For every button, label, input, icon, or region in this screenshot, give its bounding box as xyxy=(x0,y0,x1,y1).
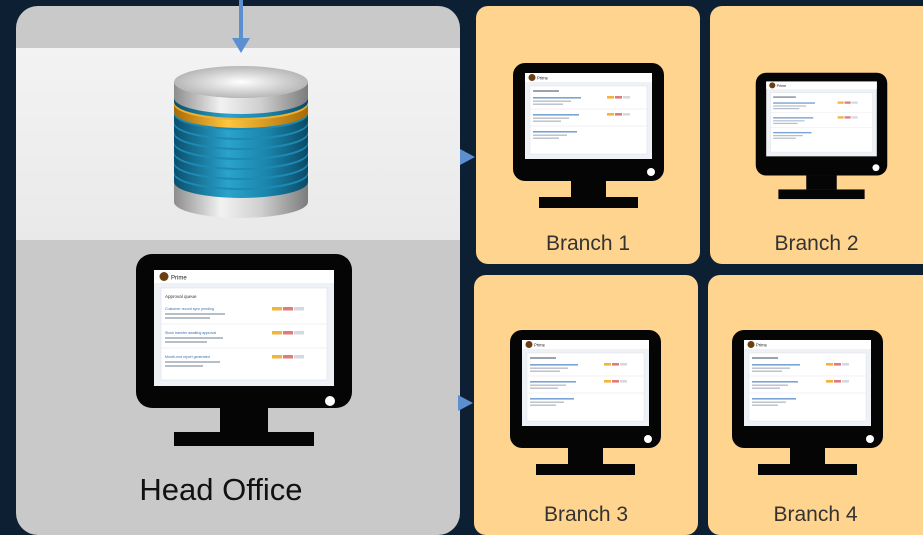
head-office-computer-icon: Prime Approval queue Customer record syn… xyxy=(136,254,352,446)
svg-text:Prime: Prime xyxy=(756,343,768,348)
branch-2-panel: Prime Branch 2 xyxy=(710,6,923,264)
screen-row-text: Customer record sync pending xyxy=(165,307,214,311)
branch-4-panel: Prime Branch 4 xyxy=(708,275,923,535)
head-office-app-name: Prime xyxy=(171,276,187,282)
branch-1-label: Branch 1 xyxy=(545,232,631,255)
screen-row-text: Month-end report generated xyxy=(165,355,210,359)
head-office-screen-heading: Approval queue xyxy=(165,294,197,299)
branch-3-computer-icon: Prime xyxy=(510,330,661,475)
branch-1-panel: Prime Branch 1 xyxy=(476,6,700,264)
branch-2-computer-icon: Prime xyxy=(755,72,888,200)
branch-4-label: Branch 4 xyxy=(773,503,858,526)
database-icon xyxy=(174,66,308,218)
arrow-to-lower-branches-icon xyxy=(458,395,473,411)
screen-row-text: Stock transfer awaiting approval xyxy=(165,331,216,335)
head-office-label: Head Office xyxy=(139,472,303,507)
branch-4-computer-icon: Prime xyxy=(732,330,883,475)
branch-1-computer-icon: Prime xyxy=(513,63,664,208)
branch-3-label: Branch 3 xyxy=(543,503,629,526)
head-office-screen-rows: Customer record sync pending Stock trans… xyxy=(161,307,327,367)
svg-text:Prime: Prime xyxy=(537,76,549,81)
incoming-arrow-icon xyxy=(232,0,250,53)
branch-2-label: Branch 2 xyxy=(774,232,859,255)
head-office-panel: Prime Approval queue Customer record syn… xyxy=(16,6,460,535)
svg-text:Prime: Prime xyxy=(534,343,546,348)
arrow-to-upper-branches-icon xyxy=(460,149,475,165)
branch-3-panel: Prime Branch 3 xyxy=(474,275,698,535)
svg-text:Prime: Prime xyxy=(777,84,787,88)
